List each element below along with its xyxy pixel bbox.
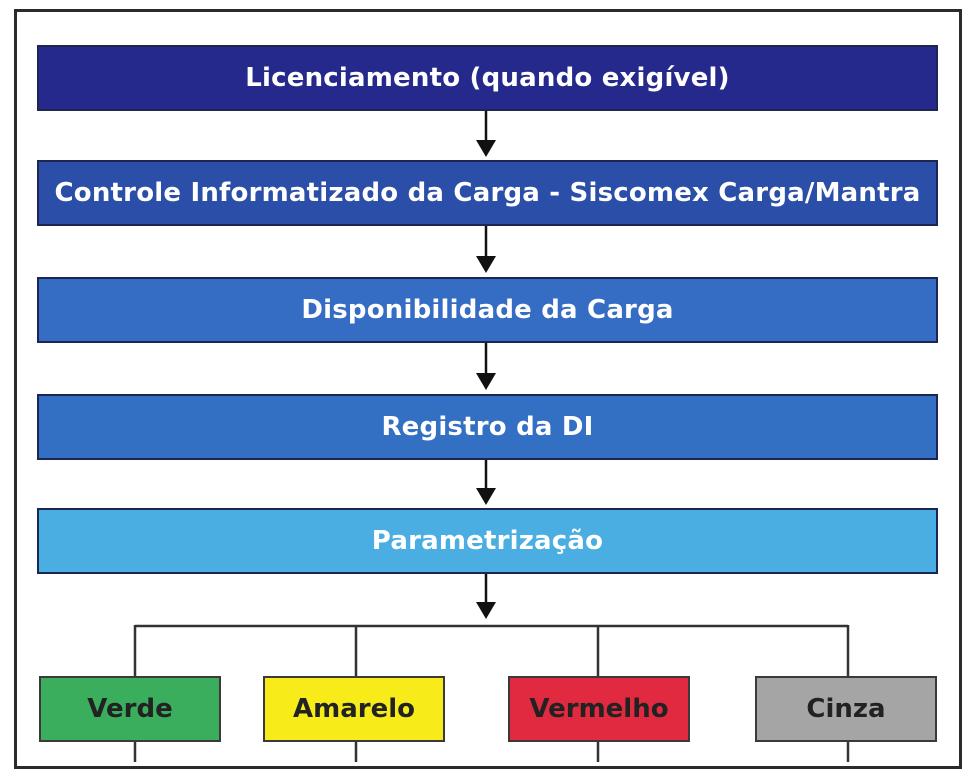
- channel-label: Verde: [87, 694, 173, 724]
- channel-vermelho: Vermelho: [508, 676, 690, 742]
- diagram-frame: [14, 9, 962, 769]
- step-label: Disponibilidade da Carga: [301, 295, 674, 325]
- channel-amarelo: Amarelo: [263, 676, 445, 742]
- step-registro-di: Registro da DI: [37, 394, 938, 460]
- step-parametrizacao: Parametrização: [37, 508, 938, 574]
- step-disponibilidade: Disponibilidade da Carga: [37, 277, 938, 343]
- channel-cinza: Cinza: [755, 676, 937, 742]
- step-label: Controle Informatizado da Carga - Siscom…: [54, 178, 921, 208]
- channel-label: Amarelo: [293, 694, 415, 724]
- step-label: Registro da DI: [381, 412, 594, 442]
- channel-label: Cinza: [806, 694, 886, 724]
- channel-verde: Verde: [39, 676, 221, 742]
- step-controle-informatizado: Controle Informatizado da Carga - Siscom…: [37, 160, 938, 226]
- channel-label: Vermelho: [529, 694, 669, 724]
- step-label: Parametrização: [371, 526, 604, 556]
- step-licenciamento: Licenciamento (quando exigível): [37, 45, 938, 111]
- step-label: Licenciamento (quando exigível): [245, 63, 730, 93]
